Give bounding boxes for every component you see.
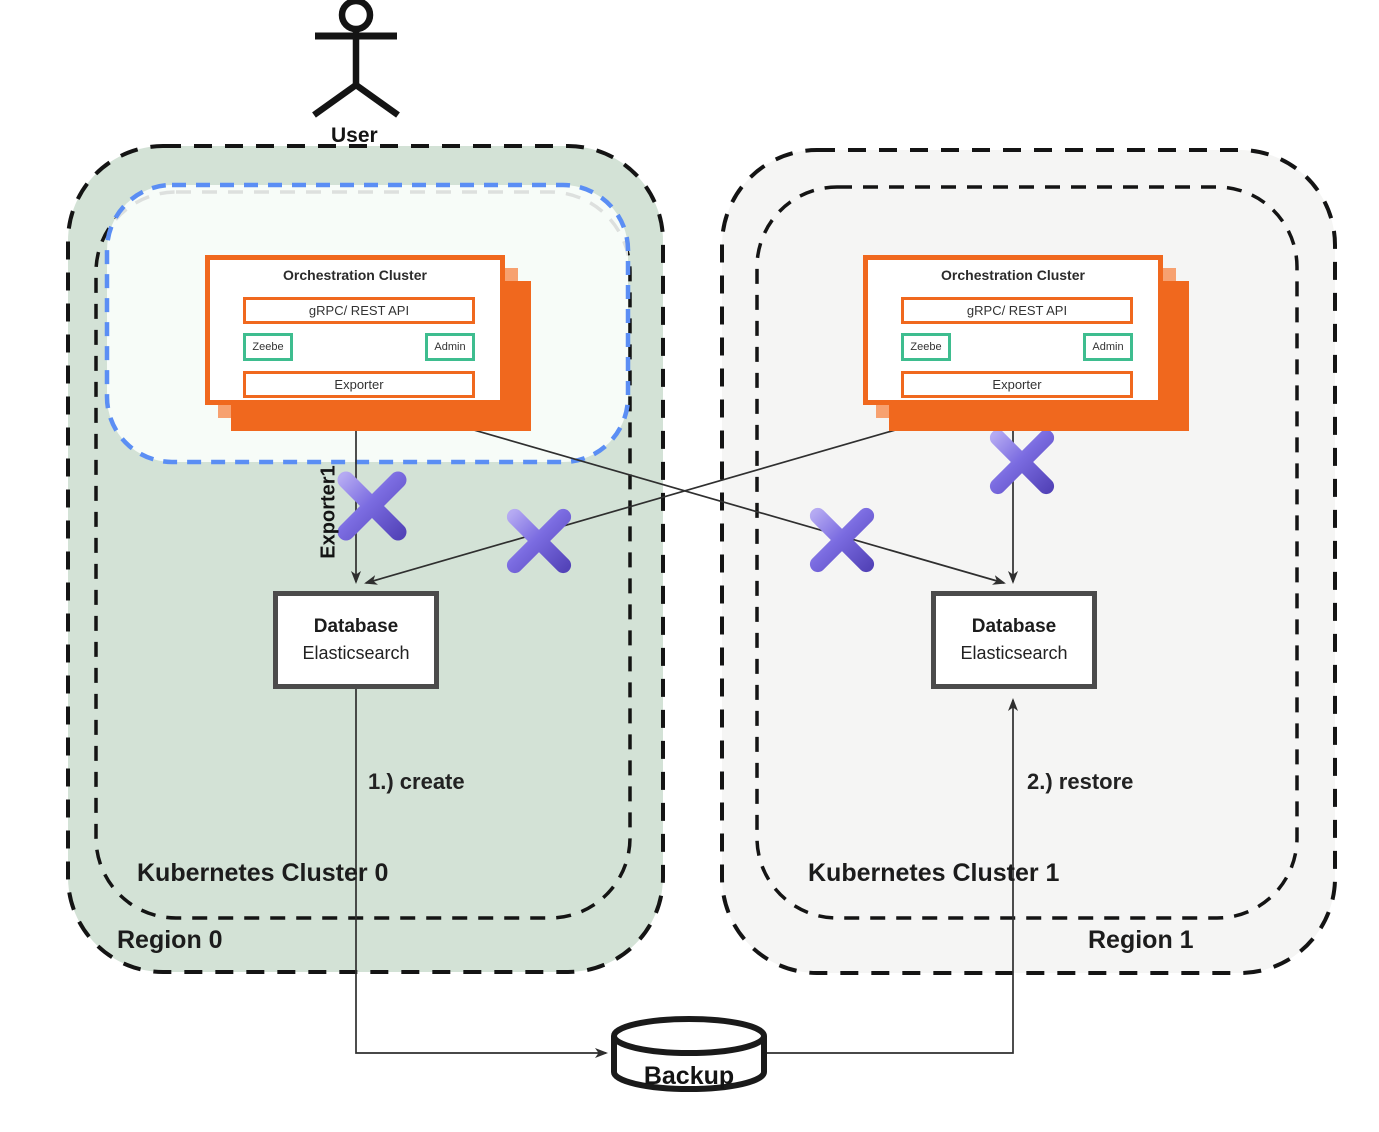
admin-chip: Admin <box>425 333 475 361</box>
backup-cylinder <box>611 1016 767 1092</box>
region-0-label: Region 0 <box>117 926 223 954</box>
orchestration-title: Orchestration Cluster <box>283 267 427 283</box>
zeebe-chip: Zeebe <box>243 333 293 361</box>
exporter-bar: Exporter <box>901 371 1133 398</box>
edge-db0-create-backup <box>355 689 608 1058</box>
grpc-rest-api-bar: gRPC/ REST API <box>901 297 1133 324</box>
database-title: Database <box>971 616 1057 637</box>
database-subtitle: Elasticsearch <box>960 643 1068 663</box>
orchestration-box: Orchestration Cluster gRPC/ REST API Zee… <box>205 255 505 405</box>
kubernetes-cluster-1-label: Kubernetes Cluster 1 <box>808 859 1060 887</box>
user-actor-icon <box>312 0 400 118</box>
database-title: Database <box>313 616 399 637</box>
orchestration-cluster-1: Orchestration Cluster gRPC/ REST API Zee… <box>863 255 1189 431</box>
create-edge-label: 1.) create <box>368 769 465 794</box>
grpc-rest-api-bar: gRPC/ REST API <box>243 297 475 324</box>
admin-chip: Admin <box>1083 333 1133 361</box>
backup-label: Backup <box>643 1063 735 1090</box>
kubernetes-cluster-1-boundary <box>755 185 1299 920</box>
exporter1-edge-label: Exporter1 <box>317 465 340 559</box>
edge-backup-restore-db1 <box>766 698 1018 1054</box>
database-1: Database Elasticsearch <box>931 591 1097 689</box>
orchestration-title: Orchestration Cluster <box>941 267 1085 283</box>
region-1-label: Region 1 <box>1088 926 1194 954</box>
orchestration-box: Orchestration Cluster gRPC/ REST API Zee… <box>863 255 1163 405</box>
exporter-bar: Exporter <box>243 371 475 398</box>
orchestration-cluster-0: Orchestration Cluster gRPC/ REST API Zee… <box>205 255 531 431</box>
zeebe-chip: Zeebe <box>901 333 951 361</box>
user-label: User <box>331 124 378 147</box>
database-0: Database Elasticsearch <box>273 591 439 689</box>
database-subtitle: Elasticsearch <box>302 643 410 663</box>
kubernetes-cluster-0-label: Kubernetes Cluster 0 <box>137 859 389 887</box>
restore-edge-label: 2.) restore <box>1027 769 1134 794</box>
